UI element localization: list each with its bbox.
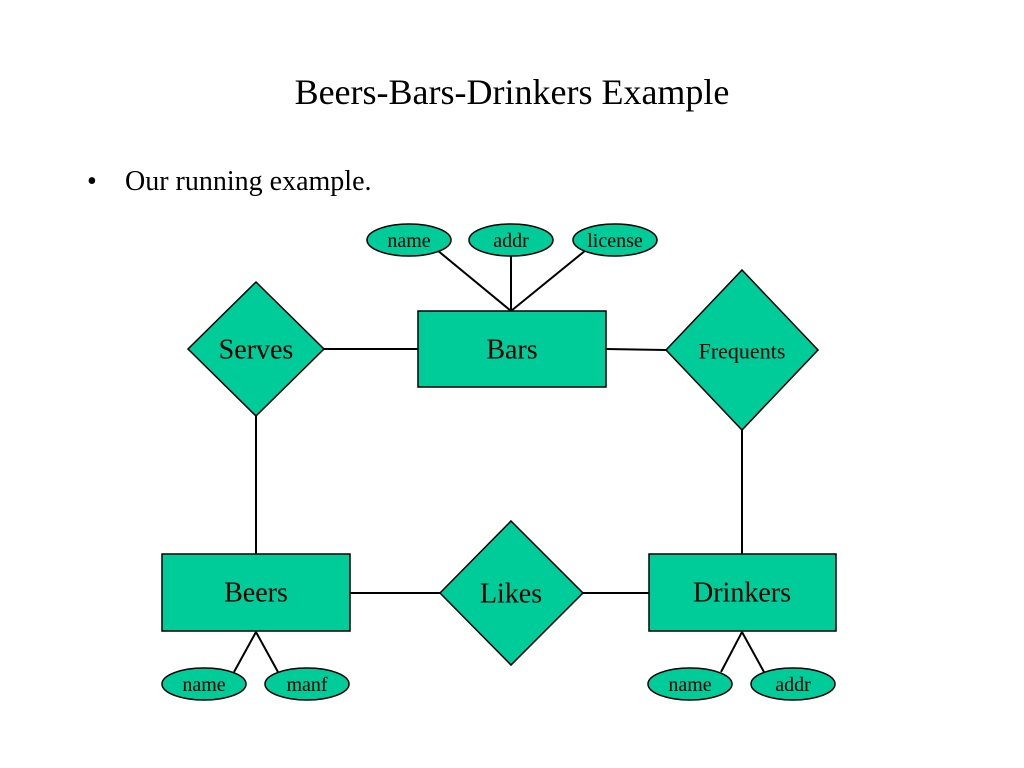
relationship-serves: Serves: [219, 335, 294, 366]
entity-box-bars: [417, 310, 607, 388]
connector-drinkers-addr: [741, 631, 765, 673]
attribute-oval-bars-addr: [468, 223, 554, 257]
attribute-oval-drinkers-name: [647, 667, 733, 701]
entity-drinkers: Drinkers: [693, 578, 791, 609]
attribute-bars-name: name: [387, 230, 430, 252]
relationship-frequents: Frequents: [699, 339, 786, 364]
attribute-oval-beers-manf: [264, 667, 350, 701]
connector-beers-name: [233, 631, 257, 673]
slide-title: Beers-Bars-Drinkers Example: [294, 72, 730, 112]
entity-box-drinkers: [648, 553, 837, 632]
attribute-oval-beers-name: [161, 667, 247, 701]
attribute-bars-addr: addr: [493, 230, 529, 252]
attribute-oval-bars-license: [572, 223, 658, 257]
attribute-beers-name: name: [182, 674, 225, 696]
attribute-oval-bars-name: [366, 223, 452, 257]
relationship-likes: Likes: [480, 579, 542, 610]
attribute-oval-drinkers-addr: [750, 667, 836, 701]
connector-bars-frequents: [605, 348, 667, 351]
attribute-beers-manf: manf: [286, 674, 327, 696]
relationship-diamond-frequents: [664, 268, 820, 432]
attribute-drinkers-addr: addr: [775, 674, 811, 696]
connector-lines: [233, 249, 765, 673]
bullet-item: • Our running example.: [87, 164, 372, 200]
relationship-diamond-likes: [438, 519, 585, 667]
entity-box-beers: [161, 553, 351, 632]
connector-beers-manf: [255, 631, 279, 673]
entity-bars: Bars: [486, 335, 537, 366]
connector-bars-license: [510, 249, 587, 312]
bullet-text: Our running example.: [125, 166, 372, 197]
attribute-drinkers-name: name: [668, 674, 711, 696]
entity-beers: Beers: [224, 578, 288, 609]
relationship-diamond-serves: [186, 280, 326, 418]
attribute-bars-license: license: [587, 230, 643, 252]
connector-bars-name: [436, 249, 512, 312]
bullet-marker: •: [87, 166, 97, 197]
connector-drinkers-name: [720, 631, 743, 673]
